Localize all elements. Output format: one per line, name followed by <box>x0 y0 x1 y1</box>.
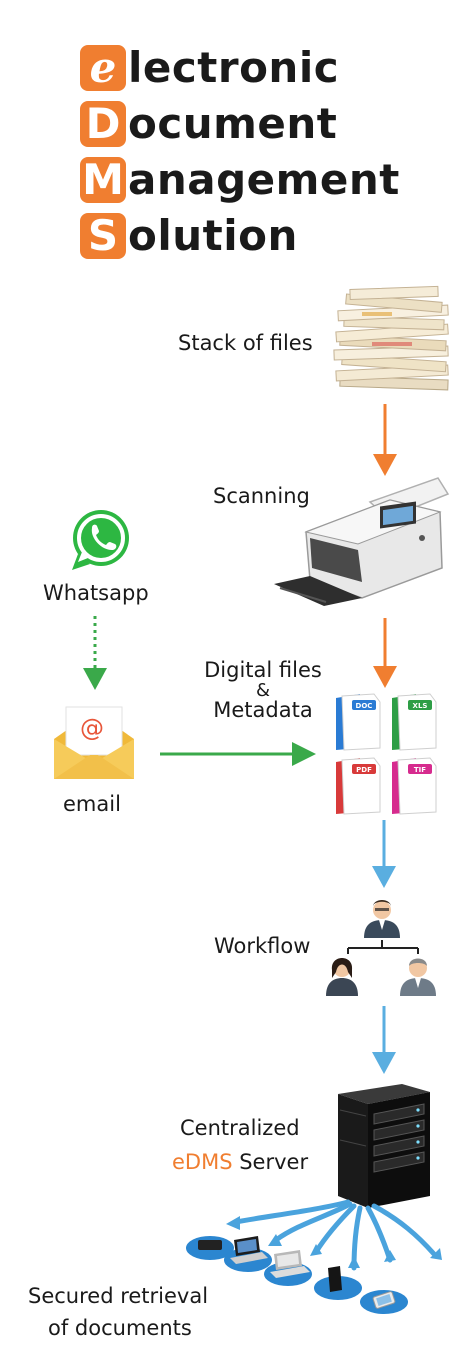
label-scanning: Scanning <box>213 484 310 508</box>
label-server: Server <box>232 1150 309 1174</box>
email-envelope-icon <box>54 706 134 779</box>
flow-arrow-orange <box>373 404 397 476</box>
title-word: anagement <box>128 155 400 204</box>
title-line-electronic: e lectronic <box>80 42 339 94</box>
label-metadata: Metadata <box>213 698 313 722</box>
label-whatsapp: Whatsapp <box>43 581 149 605</box>
label-centralized: Centralized <box>180 1116 300 1140</box>
title-letter-badge: e <box>80 45 126 91</box>
label-edms-server: eDMS Server <box>172 1150 308 1174</box>
title-line-solution: S olution <box>80 210 298 262</box>
label-secured-retrieval: Secured retrieval <box>28 1284 209 1308</box>
scanner-icon <box>274 477 450 606</box>
title-letter-badge: M <box>80 157 126 203</box>
workflow-people-icon <box>326 900 436 996</box>
title-line-management: M anagement <box>80 154 400 206</box>
file-type-doc: DOC <box>356 702 373 710</box>
server-icon <box>338 1084 430 1208</box>
document-files-icon: DOC XLS PDF TIF <box>336 693 437 815</box>
devices-icon <box>186 1199 442 1314</box>
title-letter-badge: S <box>80 213 126 259</box>
flow-arrow-orange <box>373 618 397 688</box>
flow-arrow-green <box>160 742 316 766</box>
title-letter-badge: D <box>80 101 126 147</box>
label-stack-of-files: Stack of files <box>178 331 313 355</box>
label-edms: eDMS <box>172 1150 233 1174</box>
title-word: lectronic <box>128 43 340 92</box>
label-digital-files: Digital files <box>204 658 322 682</box>
label-workflow: Workflow <box>214 934 311 958</box>
label-email: email <box>63 792 121 816</box>
label-of-documents: of documents <box>48 1316 192 1340</box>
title-line-document: D ocument <box>80 98 337 150</box>
title-word: ocument <box>128 99 338 148</box>
flow-arrow-blue <box>372 820 396 888</box>
file-type-pdf: PDF <box>356 766 372 774</box>
flow-arrow-green-dotted <box>83 616 107 690</box>
file-type-xls: XLS <box>413 702 428 710</box>
whatsapp-icon <box>72 510 129 570</box>
at-symbol: @ <box>80 714 104 742</box>
file-type-tif: TIF <box>414 766 426 774</box>
files-stack-icon <box>333 285 449 391</box>
title-word: olution <box>128 211 298 260</box>
label-ampersand: & <box>255 680 271 701</box>
flow-arrow-blue <box>372 1006 396 1074</box>
